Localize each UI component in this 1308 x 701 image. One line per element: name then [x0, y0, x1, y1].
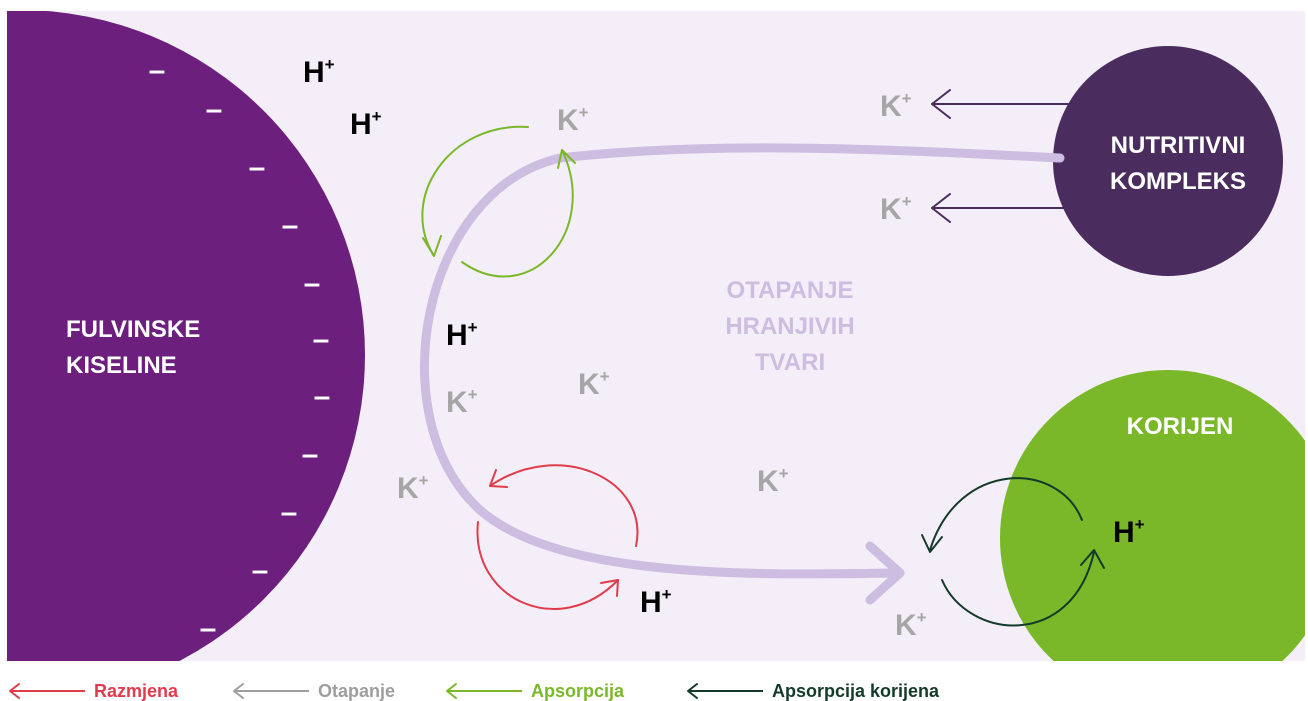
legend-arrowhead: [9, 683, 20, 699]
negative-charge: –: [206, 93, 223, 126]
nutrient-release-arrows: [931, 89, 1069, 223]
nutrient-arrow-top-head: [931, 89, 951, 119]
fulvic-acid-circle: [7, 11, 365, 661]
nutrient-label-line-1: NUTRITIVNI: [1111, 132, 1246, 159]
legend-arrowhead: [233, 683, 244, 699]
root-arrowhead-top: [921, 534, 943, 553]
dissolution-label-line-2: HRANJIVIH: [725, 313, 854, 340]
legend-label: Razmjena: [94, 681, 179, 701]
exchange-cycle: [476, 464, 639, 610]
negative-charge: –: [282, 209, 299, 242]
negative-charge: –: [304, 267, 321, 300]
absorption-arc-right: [461, 149, 574, 278]
root-arc-top: [929, 477, 1083, 551]
absorption-arrowhead-right: [557, 149, 576, 169]
hydrogen-ion-label: H+: [1113, 515, 1145, 549]
legend: Razmjena Otapanje Apsorpcija Apsorpcija kor…: [9, 681, 940, 701]
legend-label: Otapanje: [318, 681, 395, 701]
dissolution-path: [420, 143, 1065, 579]
legend-item: Razmjena: [9, 681, 179, 701]
dissolution-label-line-1: OTAPANJE: [726, 277, 853, 304]
root-absorption-cycle: [921, 477, 1105, 627]
hydrogen-ion-label: H+: [350, 107, 382, 141]
legend-item: Apsorpcija korijena: [687, 681, 940, 701]
negative-charge: –: [249, 151, 266, 184]
legend-arrowhead: [446, 683, 457, 699]
negative-charge: –: [252, 554, 269, 587]
fulvic-label-line-1: FULVINSKE: [66, 316, 200, 343]
nutrient-arrow-bottom-head: [931, 193, 951, 223]
hydrogen-ion-label: H+: [446, 318, 478, 352]
legend-label: Apsorpcija: [531, 681, 625, 701]
legend-arrowhead: [687, 683, 698, 699]
nutrient-label-line-2: KOMPLEKS: [1110, 168, 1246, 195]
dissolution-path-arrowhead: [865, 541, 905, 605]
dissolution-label-line-3: TVARI: [755, 349, 825, 376]
root-circle: [1000, 370, 1305, 661]
exchange-arc-bottom: [476, 521, 619, 610]
absorption-arc-left: [421, 125, 529, 257]
negative-charge: –: [314, 380, 331, 413]
root-arc-bottom: [941, 551, 1095, 627]
fulvic-label-line-2: KISELINE: [66, 352, 177, 379]
negative-charge: –: [302, 438, 319, 471]
negative-charge: –: [200, 612, 217, 645]
ion-labels: H+H+K+K+K+H+K+K+K+K+H+K+H+: [303, 55, 1145, 642]
exchange-arrowhead-top: [489, 469, 508, 488]
legend-item: Apsorpcija: [446, 681, 625, 701]
absorption-cycle: [421, 125, 576, 278]
root-label: KORIJEN: [1127, 413, 1234, 440]
negative-charge: –: [313, 323, 330, 356]
root-arrowhead-bottom: [1080, 549, 1105, 569]
exchange-arrowhead-bottom: [600, 579, 619, 597]
negative-charge: –: [281, 496, 298, 529]
negative-charge: –: [149, 54, 166, 87]
absorption-arrowhead-left: [422, 235, 442, 257]
nutrient-complex-circle: [1053, 46, 1283, 276]
exchange-arc-top: [489, 464, 639, 547]
legend-label: Apsorpcija korijena: [772, 681, 940, 701]
legend-item: Otapanje: [233, 681, 395, 701]
negative-charges: –––––––––––: [149, 54, 331, 645]
